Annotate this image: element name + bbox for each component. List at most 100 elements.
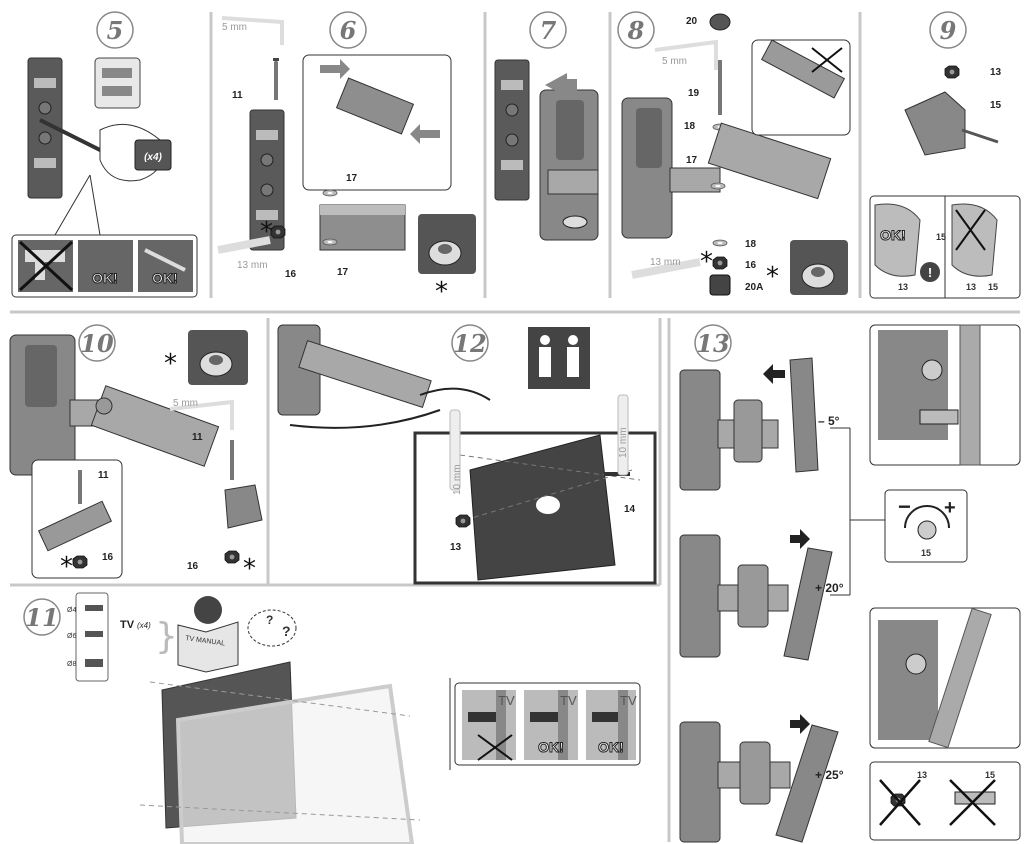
hex-key-size: 5 mm xyxy=(222,22,247,33)
label-14: 14 xyxy=(624,504,636,515)
cap-20a xyxy=(709,274,731,296)
label-15: 15 xyxy=(936,232,946,242)
correct-spacer-screw-tile: TV OK! xyxy=(586,690,637,760)
tilt-plus-25-illustration: + 25° xyxy=(679,714,844,843)
tv-label: TV xyxy=(620,693,637,708)
tilt-minus-5-illustration: – 5° xyxy=(679,357,840,491)
label-13: 13 xyxy=(917,770,927,780)
too-long-screw-tile: TV xyxy=(462,690,516,761)
step-12-panel: 12 14 13 10 mm 10 mm xyxy=(277,324,657,585)
wrench-icon xyxy=(617,394,629,476)
tilt-plus-20-illustration: + 20° xyxy=(679,529,844,661)
step-5-panel: 5 (x4) OK! OK! xyxy=(11,11,198,298)
screw-size-d6: Ø6 xyxy=(67,633,76,640)
bolt-15 xyxy=(954,791,996,805)
washer-18 xyxy=(712,239,728,247)
asterisk-icon: * xyxy=(766,262,779,292)
warning-icon xyxy=(920,262,940,282)
cap-20 xyxy=(709,13,731,31)
tv-manual-book xyxy=(177,621,239,673)
screw-size-d8: Ø8 xyxy=(67,661,76,668)
label-15: 15 xyxy=(988,282,998,292)
step-11-panel: 11 Ø4 Ø6 Ø8 TV (x4) } TV MANUAL ? ? TV xyxy=(23,592,641,844)
arm-segment xyxy=(707,122,832,200)
step-6-number: 6 xyxy=(340,16,357,45)
wrench-size: 13 mm xyxy=(650,257,681,268)
person-icon xyxy=(194,596,222,624)
tilt-angle-label: + 25° xyxy=(815,768,844,782)
step-6-panel: 6 5 mm 11 17 17 * 16 13 mm * xyxy=(217,11,476,307)
nut-13 xyxy=(455,514,471,528)
label-16: 16 xyxy=(745,260,757,271)
label-16: 16 xyxy=(102,552,114,563)
label-11: 11 xyxy=(192,432,203,443)
step-10-number: 10 xyxy=(80,329,114,358)
hex-key-size: 5 mm xyxy=(662,56,687,67)
screw-14 xyxy=(604,472,630,476)
step-13-number: 13 xyxy=(696,329,729,358)
step-5-number: 5 xyxy=(107,16,124,45)
loosen-sign: − xyxy=(898,494,911,519)
hex-key-size: 5 mm xyxy=(173,398,198,409)
bolt-head-icon xyxy=(917,520,937,540)
wrench-icon xyxy=(631,258,701,279)
question-mark: ? xyxy=(282,623,291,639)
ok-label: OK! xyxy=(538,739,564,755)
label-20a: 20A xyxy=(745,282,763,293)
label-13: 13 xyxy=(450,542,462,553)
label-16: 16 xyxy=(187,561,199,572)
washer-17 xyxy=(322,238,338,246)
ok-label: OK! xyxy=(880,227,906,243)
arrow-icon xyxy=(763,364,785,384)
tv-label: TV xyxy=(560,693,577,708)
label-15: 15 xyxy=(985,770,995,780)
tilt-angle-label: + 20° xyxy=(815,581,844,595)
bolt-11 xyxy=(230,440,234,480)
step-13-panel: 13 – 5° + 20° + 25° xyxy=(679,324,1021,843)
tighten-sign: + xyxy=(944,497,956,519)
two-person-icon xyxy=(528,327,590,389)
wrench-icon xyxy=(449,409,461,491)
tilt-angle-label: – 5° xyxy=(818,414,840,428)
asterisk-icon: * xyxy=(243,554,256,584)
washer-17 xyxy=(322,189,338,197)
wrench-icon xyxy=(217,236,271,254)
screwdriver-drill-tile xyxy=(78,240,133,292)
label-17: 17 xyxy=(337,267,349,278)
step-11-number: 11 xyxy=(25,603,58,632)
arrow-icon xyxy=(320,59,350,79)
tv-screws-label: TV xyxy=(120,619,135,631)
label-11: 11 xyxy=(232,90,243,101)
asterisk-icon: * xyxy=(700,247,713,277)
tv-label: TV xyxy=(498,693,515,708)
step-10-panel: 10 * 5 mm 11 16 * 11 * 16 xyxy=(9,324,263,584)
label-18: 18 xyxy=(745,239,757,250)
hex-key-icon xyxy=(654,39,718,70)
label-13: 13 xyxy=(966,282,976,292)
tv-panel xyxy=(175,683,415,844)
bolt-19 xyxy=(718,60,722,115)
label-16: 16 xyxy=(285,269,297,280)
ok-label: OK! xyxy=(92,270,118,286)
label-15: 15 xyxy=(921,548,931,558)
panel-dividers xyxy=(10,12,1020,842)
arrow-icon xyxy=(790,529,810,549)
do-not-remove-box xyxy=(869,761,1021,841)
step-7-number: 7 xyxy=(540,16,557,45)
detail-callout xyxy=(94,57,141,109)
step-12-number: 12 xyxy=(453,329,486,358)
bolt-15 xyxy=(961,128,999,144)
asterisk-icon: * xyxy=(60,552,73,582)
question-mark: ? xyxy=(266,613,273,627)
nut-16 xyxy=(224,550,240,564)
hex-key-icon xyxy=(221,16,284,45)
step-8-panel: 8 20 5 mm 19 18 17 18 * 16 20A 13 mm * xyxy=(617,11,851,296)
hex-key-icon xyxy=(169,399,234,430)
nut-13 xyxy=(944,65,960,79)
label-18: 18 xyxy=(684,121,696,132)
label-17: 17 xyxy=(346,173,358,184)
label-13: 13 xyxy=(990,67,1002,78)
arm-segment xyxy=(90,385,220,467)
